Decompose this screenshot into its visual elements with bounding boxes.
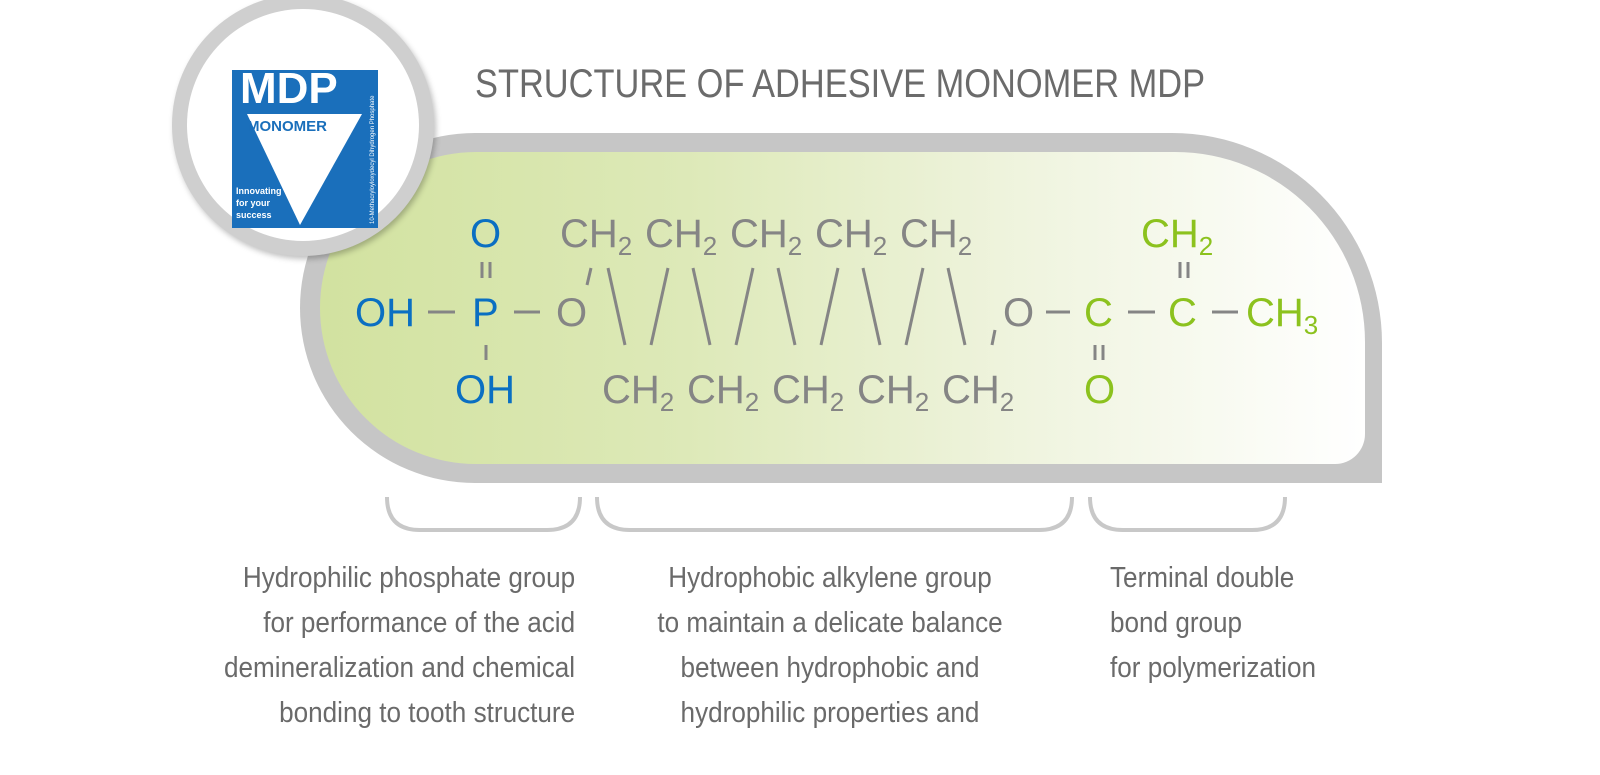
bonds [428,262,1238,360]
mdp-logo: MDP MONOMER Innovating for your success … [232,64,378,228]
ch2-top-1: CH2 [560,212,633,261]
molecule-capsule [320,152,1365,464]
ch2-top-2: CH2 [645,212,718,261]
phosphate-oh-bottom: OH [455,368,515,412]
vinyl-ch2: CH2 [1141,212,1214,261]
logo-tagline-2: for your [236,198,270,208]
ester-o-right: O [1003,291,1035,335]
page-title: STRUCTURE OF ADHESIVE MONOMER MDP [475,62,1206,106]
logo-side-text: 10-Methacryloyloxydecyl Dihydrogen Phosp… [370,95,376,224]
ch2-bottom-1: CH2 [602,368,675,417]
group-brackets [385,496,1287,532]
ch2-top-4: CH2 [815,212,888,261]
ch2-bottom-2: CH2 [687,368,760,417]
ch2-bottom-5: CH2 [942,368,1015,417]
phosphate-o-top: O [470,212,502,256]
carbonyl-c: C [1084,291,1113,335]
ch2-bottom-3: CH2 [772,368,845,417]
phosphate-p: P [472,291,499,335]
methyl-ch3: CH3 [1246,291,1319,340]
ch2-top-3: CH2 [730,212,803,261]
logo-tagline-1: Innovating [236,186,282,196]
carbonyl-o: O [1084,368,1116,412]
ester-o-left: O [556,291,588,335]
phosphate-oh-left: OH [355,291,415,335]
ch2-top-5: CH2 [900,212,973,261]
logo-mdp-text: MDP [240,64,338,113]
ch2-bottom-4: CH2 [857,368,930,417]
logo-monomer-text: MONOMER [247,118,327,135]
vinyl-c: C [1168,291,1197,335]
logo-tagline-3: success [236,210,272,220]
